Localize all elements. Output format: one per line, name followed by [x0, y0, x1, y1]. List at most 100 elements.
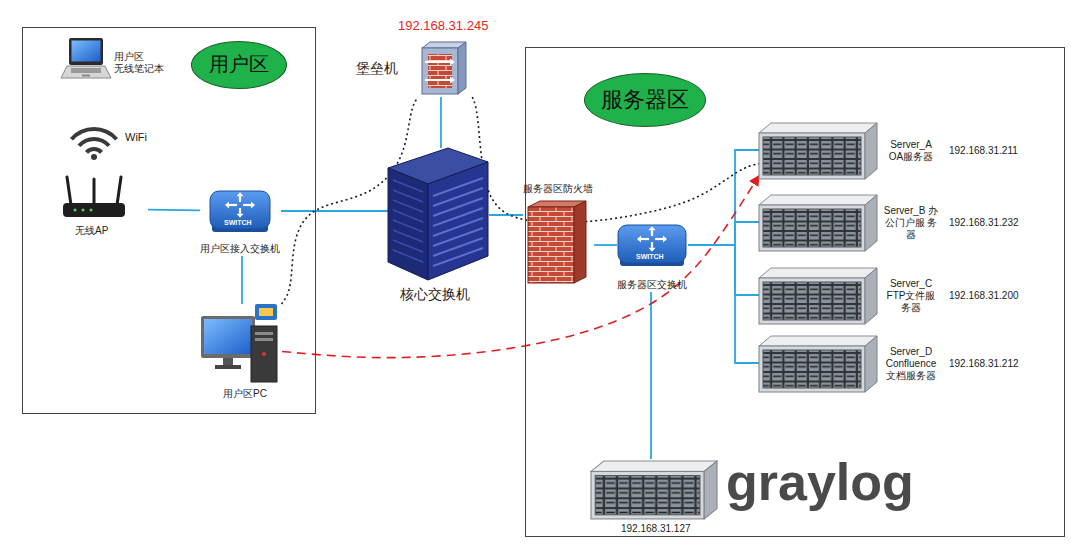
router-led — [74, 209, 77, 212]
front-slot — [393, 190, 423, 202]
server-side — [865, 336, 877, 392]
server-top — [759, 336, 877, 346]
laptop-lid — [69, 38, 103, 65]
bastion-front — [422, 48, 458, 94]
zone-title: 用户区 — [191, 41, 287, 89]
switch-arrow — [651, 230, 653, 236]
network-card — [255, 304, 277, 320]
server-side — [865, 195, 877, 251]
drive-bays — [763, 209, 861, 247]
bastion-arrow — [425, 61, 451, 63]
server-shape — [759, 268, 877, 324]
device-label: 192.168.31.211 — [949, 145, 1018, 157]
server: Server_A OA服务器 192.168.31.211 — [759, 121, 1019, 182]
zone-box: 用户区用户区 无线笔记本WiFi无线AP用户区接入交换机用户区PC — [22, 27, 316, 414]
drive-bays — [763, 282, 861, 320]
tower-bay — [255, 338, 273, 341]
server-side — [704, 461, 717, 519]
wifi-wave — [70, 127, 118, 141]
switch-arrow — [641, 238, 649, 240]
server-shape — [591, 461, 717, 519]
line-card — [433, 188, 483, 206]
server-top — [759, 268, 877, 278]
device-label: Server_B 办公门户服 务器 — [883, 205, 939, 241]
bastion-side — [458, 42, 466, 94]
network-link — [688, 222, 759, 245]
bastion-host: 192.168.31.245堡垒机 — [356, 18, 490, 97]
pc-icon — [201, 304, 281, 384]
switch-arrow-head — [649, 226, 656, 230]
network-link — [489, 214, 523, 216]
switch-body — [210, 191, 270, 229]
wireless-ap: WiFi 无线AP — [61, 119, 148, 238]
device-label: 192.168.31.127 — [621, 523, 691, 535]
wifi-wave — [77, 137, 110, 147]
device-badge: SWITCH — [224, 219, 252, 226]
laptop-screen — [72, 41, 101, 62]
device-label: 无线AP — [75, 225, 108, 237]
bastion-arrow — [425, 79, 451, 81]
drive-bays — [763, 350, 861, 388]
server-front — [759, 133, 865, 179]
network-link — [281, 210, 388, 212]
switch-arrow-head — [237, 214, 244, 218]
bastion-icon — [418, 40, 466, 96]
front-slot — [393, 210, 423, 222]
network-link — [241, 256, 243, 304]
line-card — [433, 228, 483, 246]
switch-arrow-head — [225, 202, 229, 209]
bastion-arrow-head — [450, 77, 455, 84]
network-link — [440, 97, 442, 148]
front-slot — [393, 220, 423, 232]
laptop-pad — [82, 75, 90, 77]
bastion-wall — [428, 54, 452, 88]
laptop-keys — [71, 68, 101, 73]
tower-led — [262, 352, 266, 356]
line-card — [433, 208, 483, 226]
network-link — [594, 244, 617, 246]
switch-arrow — [655, 238, 663, 240]
monitor-frame — [201, 316, 255, 358]
core-icon — [388, 148, 488, 280]
network-link — [148, 209, 200, 212]
front-slot — [393, 240, 423, 252]
server: Server_C FTP文件服 务器 192.168.31.200 — [759, 266, 1020, 327]
line-card — [433, 238, 483, 256]
user-pc: 用户区PC — [201, 304, 282, 401]
drive-bays — [595, 476, 700, 515]
ap-icon — [61, 119, 127, 221]
log-server: 192.168.31.127 — [591, 459, 718, 536]
monitor-stand — [223, 358, 233, 365]
laptop-base — [61, 66, 111, 78]
device-label: 192.168.31.245 — [398, 18, 488, 34]
tower-bay — [255, 332, 273, 335]
front-slot — [393, 180, 423, 192]
server: Server_B 办公门户服 务器 192.168.31.232 — [759, 193, 1020, 254]
server-front — [759, 278, 865, 324]
server-top — [591, 461, 717, 471]
firewall-icon — [528, 201, 586, 283]
server-icon — [759, 193, 877, 253]
line-card — [433, 248, 483, 266]
monitor-foot — [215, 365, 241, 369]
network-card-port — [259, 308, 273, 316]
switch-arrow-head — [649, 248, 656, 252]
device-label: 192.168.31.200 — [949, 290, 1019, 302]
line-card — [433, 218, 483, 236]
device-label: WiFi — [125, 131, 147, 144]
server-side — [865, 123, 877, 179]
network-link — [688, 245, 759, 295]
device-label: 192.168.31.232 — [949, 217, 1019, 229]
access-arrow — [282, 176, 759, 358]
device-label: Server_D Confluence 文档服务器 — [883, 346, 939, 382]
switch-arrow — [239, 196, 241, 202]
antenna — [93, 179, 96, 205]
device-label: 用户区 无线笔记本 — [114, 51, 168, 75]
server-front — [591, 471, 704, 519]
server-shape — [759, 336, 877, 392]
front-slot — [393, 200, 423, 212]
server-side — [865, 268, 877, 324]
device-label: Server_A OA服务器 — [883, 139, 939, 163]
device-label: Server_C FTP文件服 务器 — [883, 278, 939, 314]
